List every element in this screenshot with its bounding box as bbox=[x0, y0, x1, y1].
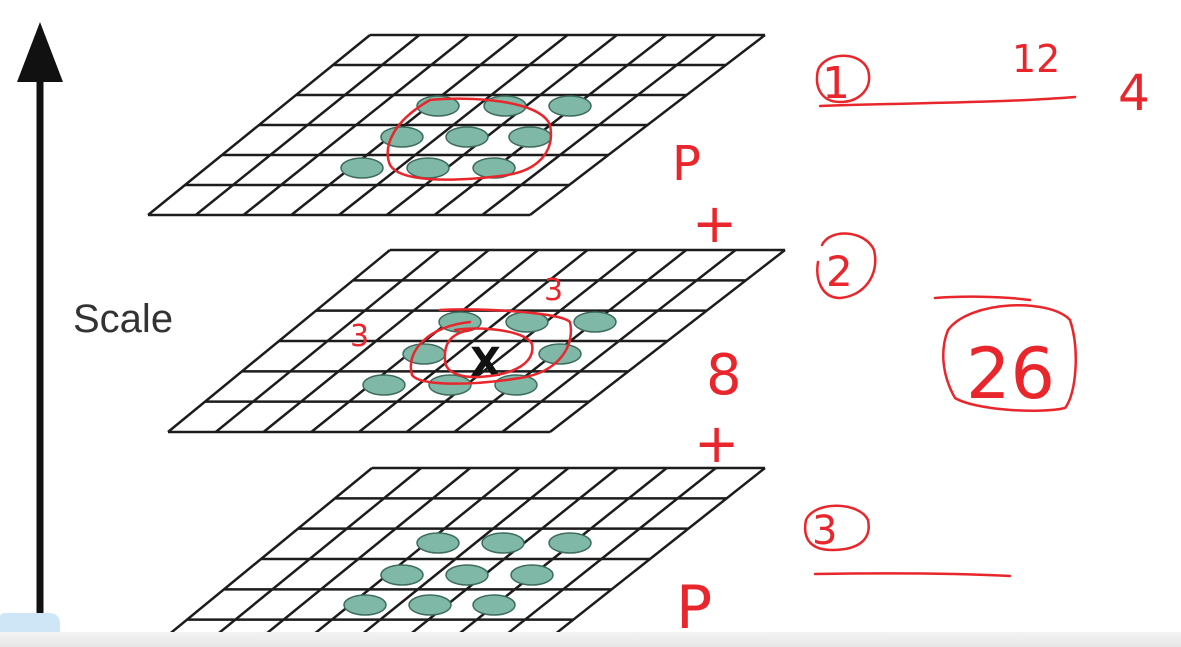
underline-bottom bbox=[813, 572, 1012, 578]
handwritten-annotations bbox=[386, 54, 1077, 578]
neighbor-blob bbox=[406, 157, 450, 179]
label-level-2: 2 bbox=[826, 247, 853, 296]
label-p-bottom: P bbox=[676, 573, 712, 643]
label-plus-mid: + bbox=[694, 412, 739, 475]
grid-line bbox=[488, 467, 717, 647]
grid-line bbox=[296, 467, 521, 647]
neighbor-blob bbox=[472, 594, 516, 616]
scale-axis bbox=[17, 22, 63, 640]
label-three-top: 3 bbox=[544, 273, 563, 308]
scale-label: Scale bbox=[73, 297, 173, 341]
box-total bbox=[942, 304, 1077, 412]
label-level-1: 1 bbox=[822, 58, 850, 109]
neighbor-blob bbox=[428, 374, 472, 396]
grid-line bbox=[247, 467, 472, 647]
neighbor-blob bbox=[380, 126, 424, 148]
neighbor-blob bbox=[445, 564, 489, 586]
label-total: 26 bbox=[966, 333, 1055, 415]
grid-line bbox=[290, 34, 519, 216]
grid-layer-top bbox=[147, 33, 766, 217]
grid-line bbox=[199, 467, 422, 647]
label-level-3: 3 bbox=[812, 508, 837, 554]
grid-line bbox=[194, 34, 421, 216]
label-p-top: P bbox=[672, 136, 701, 192]
grid-line bbox=[262, 249, 490, 433]
overline-total bbox=[933, 295, 1032, 302]
underline-top bbox=[818, 95, 1077, 108]
circle-mid-inner bbox=[443, 327, 534, 379]
neighbor-blob bbox=[445, 126, 489, 148]
ring-level-2 bbox=[816, 232, 877, 300]
grid-line bbox=[242, 34, 470, 216]
grid-line bbox=[385, 34, 618, 216]
grid-line bbox=[549, 249, 786, 433]
neighbor-blob bbox=[402, 343, 446, 365]
grid-line bbox=[147, 34, 371, 216]
neighbor-blob bbox=[472, 157, 516, 179]
grid-line bbox=[392, 467, 619, 647]
circle-top-neighbors bbox=[386, 97, 553, 181]
grid-line bbox=[358, 249, 589, 433]
circle-mid-outer bbox=[409, 308, 573, 385]
label-plus-top: + bbox=[692, 192, 737, 255]
grid-layer-bottom bbox=[151, 466, 766, 647]
grid-line bbox=[481, 34, 717, 216]
neighbor-blob bbox=[538, 343, 582, 365]
grid-line bbox=[338, 34, 569, 216]
label-top-count: 12 bbox=[1012, 37, 1060, 81]
grid-line bbox=[529, 34, 766, 216]
label-eight: 8 bbox=[706, 343, 742, 408]
neighbor-blobs-middle bbox=[362, 311, 617, 396]
neighbor-blob bbox=[343, 594, 387, 616]
label-three-left: 3 bbox=[350, 319, 369, 354]
neighbor-blob bbox=[508, 126, 552, 148]
center-sample-mark: X bbox=[470, 340, 501, 386]
neighbor-blobs-top bbox=[340, 95, 592, 179]
grid-line bbox=[501, 249, 737, 433]
neighbor-blob bbox=[548, 532, 592, 554]
neighbor-blobs-bottom bbox=[343, 532, 592, 616]
grid-line bbox=[344, 467, 570, 647]
neighbor-blob bbox=[573, 311, 617, 333]
neighbor-blob bbox=[510, 564, 554, 586]
grid-line bbox=[536, 467, 766, 647]
neighbor-blob bbox=[481, 532, 525, 554]
axis-arrow-icon bbox=[17, 22, 63, 82]
bottom-scroll-bar[interactable] bbox=[0, 632, 1181, 647]
ring-level-3 bbox=[803, 504, 870, 552]
neighbor-blob bbox=[380, 564, 424, 586]
neighbor-blob bbox=[340, 157, 384, 179]
grid-line bbox=[405, 249, 638, 433]
grid-line bbox=[151, 467, 373, 647]
label-top-count-2: 4 bbox=[1118, 64, 1150, 122]
neighbor-blob bbox=[416, 532, 460, 554]
neighbor-blob bbox=[548, 95, 592, 117]
neighbor-blob bbox=[408, 594, 452, 616]
grid-line bbox=[440, 467, 668, 647]
neighbor-blob bbox=[362, 374, 406, 396]
grid-line bbox=[167, 249, 391, 433]
ring-level-1 bbox=[815, 54, 871, 104]
grid-line bbox=[214, 249, 441, 433]
